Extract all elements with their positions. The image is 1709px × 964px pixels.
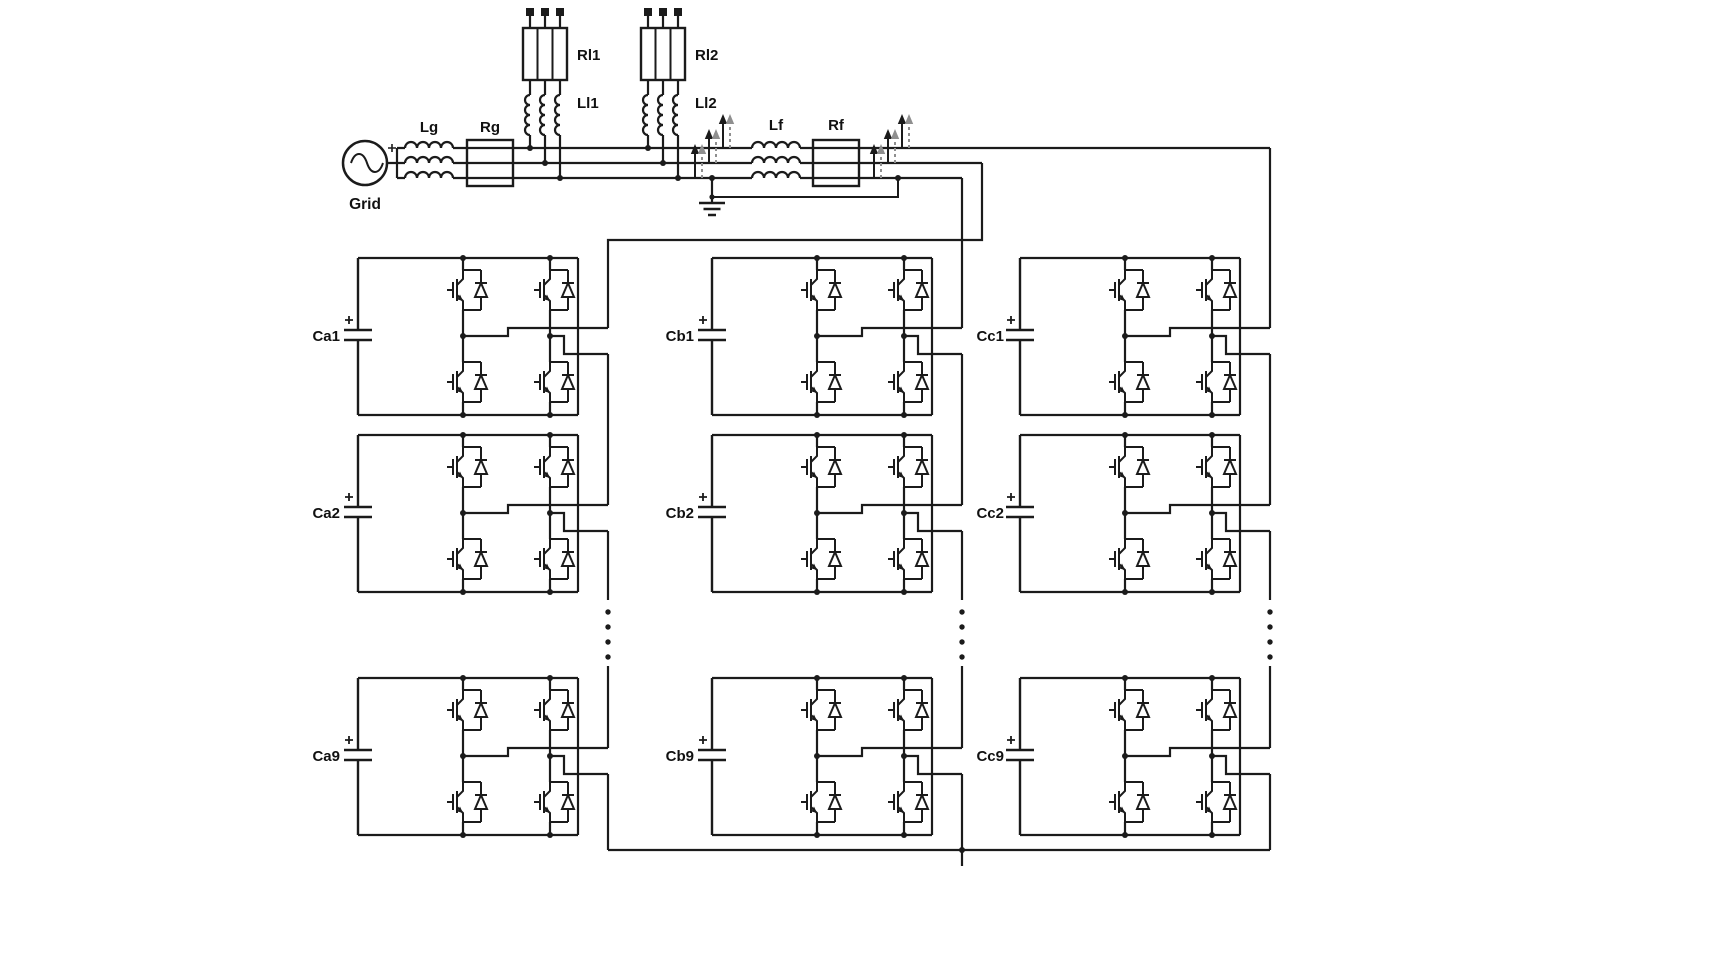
rl1-label: Rl1 [577,47,600,64]
rf-label: Rf [828,117,845,134]
cell-label-cc1: Cc1 [976,328,1004,345]
ellipsis-dots-b [959,609,965,660]
ellipsis-dots-c [1267,609,1273,660]
ellipsis-dots-a [605,609,611,660]
phase-routing [578,148,1273,866]
cell-label-cb2: Cb2 [666,505,694,522]
load-branch-2: Rl2 Ll2 [641,8,718,181]
grid-resistor-rg: Rg [465,119,515,188]
grid-inductor-lg: Lg [403,119,455,180]
filter-inductor-lf: Lf [750,117,802,180]
neutral-return-line [712,178,899,198]
cell-label-ca2: Ca2 [312,505,340,522]
ll2-label: Ll2 [695,95,717,112]
rl2-label: Rl2 [695,47,718,64]
cell-label-ca1: Ca1 [312,328,340,345]
lf-label: Lf [769,117,784,134]
ll1-label: Ll1 [577,95,599,112]
cell-label-ca9: Ca9 [312,748,340,765]
cell-label-cb1: Cb1 [666,328,694,345]
load-branch-1: Rl1 Ll1 [523,8,600,181]
lg-label: Lg [420,119,438,136]
grid-label: Grid [349,196,381,213]
cell-label-cc9: Cc9 [976,748,1004,765]
phase-lines [387,146,1270,180]
cell-label-cc2: Cc2 [976,505,1004,522]
filter-resistor-rf: Rf [811,117,861,188]
rg-label: Rg [480,119,500,136]
sine-wave-icon [350,153,384,173]
cell-label-cb9: Cb9 [666,748,694,765]
hbridge-cells: Ca1 Ca2 Ca9 Cb1 Cb2 Cb9 Cc1 Cc2 Cc9 [312,255,1240,838]
plus-mark [388,144,396,152]
ground-symbol [699,175,901,217]
